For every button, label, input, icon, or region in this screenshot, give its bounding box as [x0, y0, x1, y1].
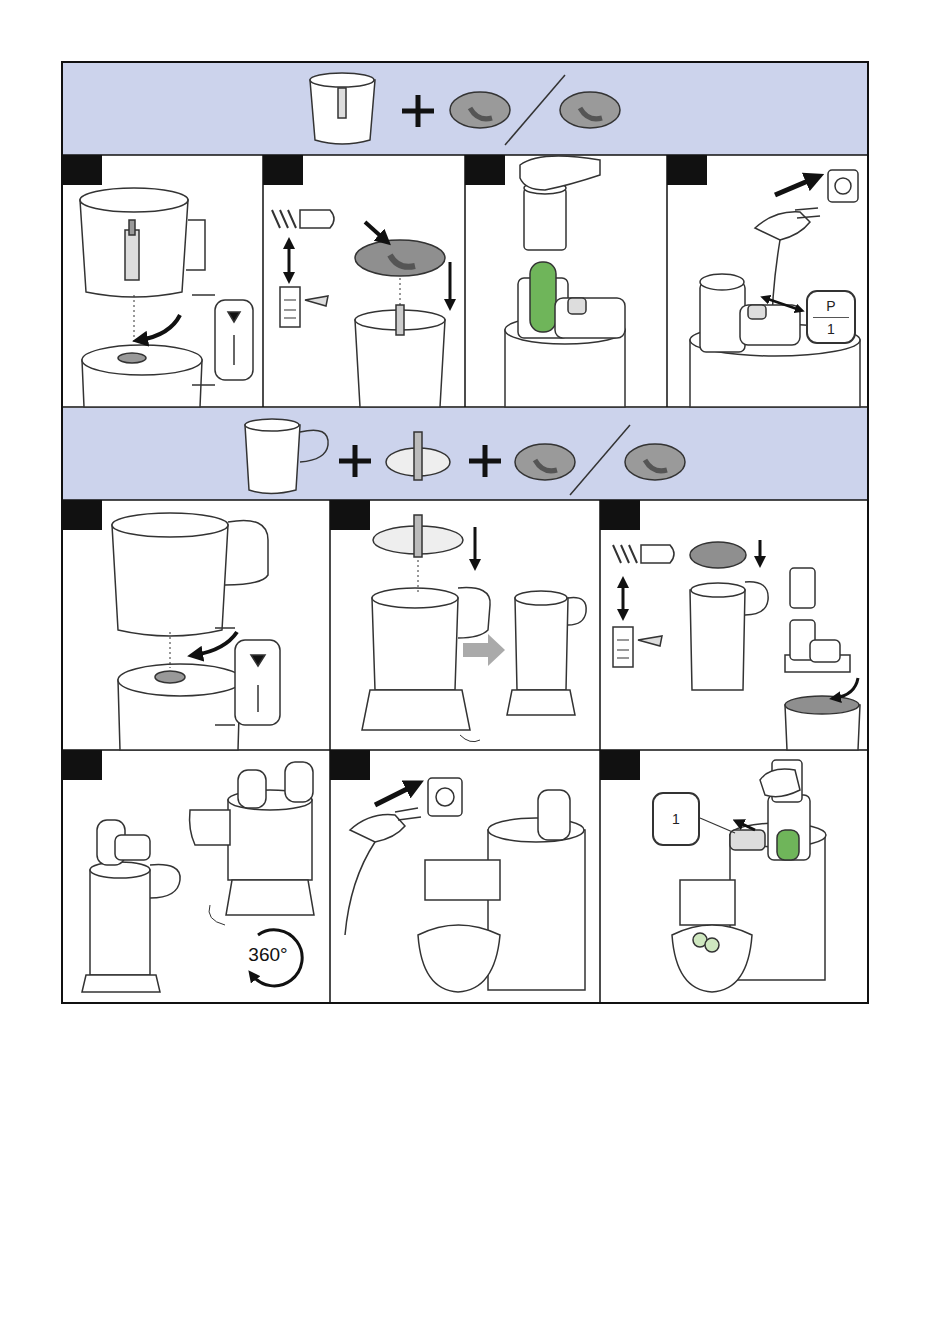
separator-line [813, 317, 850, 318]
switch-callout: 1 [652, 792, 700, 846]
rotation-label: 360° [248, 944, 287, 966]
switch-callout: P1 [806, 290, 856, 344]
switch-setting: 1 [821, 320, 841, 338]
switch-setting: 1 [666, 810, 686, 828]
switch-setting: P [820, 297, 841, 315]
